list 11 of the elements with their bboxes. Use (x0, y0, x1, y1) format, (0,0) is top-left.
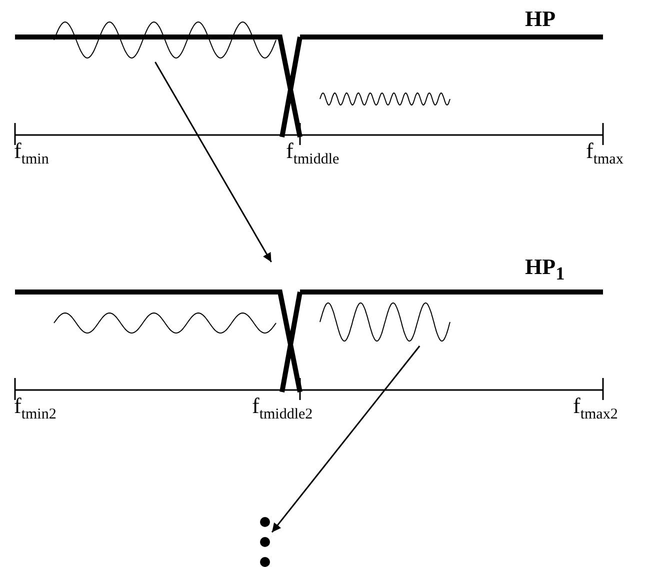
frequency-label: f$_{tmax2}$ (573, 395, 618, 422)
ellipsis-dots (258, 515, 272, 567)
filter-label: HP (525, 8, 556, 30)
frequency-label: f$_{tmin}$ (14, 140, 49, 168)
frequency-label: f$_{tmiddle2}$ (252, 395, 313, 422)
filter-label: HP$_{1}$ (525, 256, 565, 283)
frequency-label: f$_{tmin2}$ (14, 395, 56, 422)
arrow (154, 62, 272, 262)
arrow (271, 346, 420, 533)
frequency-label: f$_{tmax}$ (586, 140, 624, 168)
frequency-label: f$_{tmiddle}$ (286, 140, 340, 168)
